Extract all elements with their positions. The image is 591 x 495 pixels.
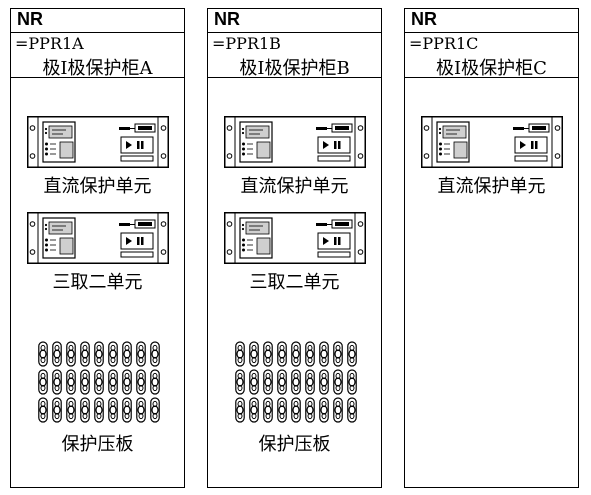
protection-plates-grid [38, 340, 160, 424]
cabinet-code: =PPR1C [409, 34, 479, 53]
header-divider [11, 32, 184, 33]
cabinet-b: NR =PPR1B 极I极保护柜B 直流保护单元 三取二单元 保护压板 [207, 8, 382, 488]
two-of-three-unit-label: 三取二单元 [249, 272, 340, 293]
dc-protection-unit [421, 116, 563, 168]
rack-unit-icon [27, 116, 169, 168]
cabinet-title: 极I极保护柜A [42, 58, 153, 79]
cabinet-title: 极I极保护柜B [239, 58, 350, 79]
cabinet-code: =PPR1B [212, 34, 281, 53]
cabinet-code: =PPR1A [15, 34, 84, 53]
dc-protection-unit [27, 116, 169, 168]
header-divider [208, 32, 381, 33]
cabinet-header: NR =PPR1A 极I极保护柜A [11, 9, 184, 79]
dc-protection-unit-label: 直流保护单元 [43, 176, 152, 197]
cabinet-c: NR =PPR1C 极I极保护柜C 直流保护单元 [404, 8, 579, 488]
dc-protection-unit [224, 116, 366, 168]
protection-plates-label: 保护压板 [258, 434, 331, 455]
dc-protection-unit-label: 直流保护单元 [240, 176, 349, 197]
brand-label: NR [17, 9, 43, 29]
header-divider [405, 32, 578, 33]
dc-protection-unit-label: 直流保护单元 [437, 176, 546, 197]
cabinet-header: NR =PPR1B 极I极保护柜B [208, 9, 381, 79]
cabinet-title: 极I极保护柜C [436, 58, 547, 79]
protection-plates-label: 保护压板 [61, 434, 134, 455]
protection-plates-grid [235, 340, 357, 424]
brand-label: NR [214, 9, 240, 29]
two-of-three-unit [27, 212, 169, 264]
two-of-three-unit [224, 212, 366, 264]
two-of-three-unit-label: 三取二单元 [52, 272, 143, 293]
rack-unit-icon [224, 212, 366, 264]
cabinet-a: NR =PPR1A 极I极保护柜A 直流保护单元 三取二单元 保护压板 [10, 8, 185, 488]
rack-unit-icon [224, 116, 366, 168]
rack-unit-icon [421, 116, 563, 168]
cabinet-header: NR =PPR1C 极I极保护柜C [405, 9, 578, 79]
brand-label: NR [411, 9, 437, 29]
rack-unit-icon [27, 212, 169, 264]
